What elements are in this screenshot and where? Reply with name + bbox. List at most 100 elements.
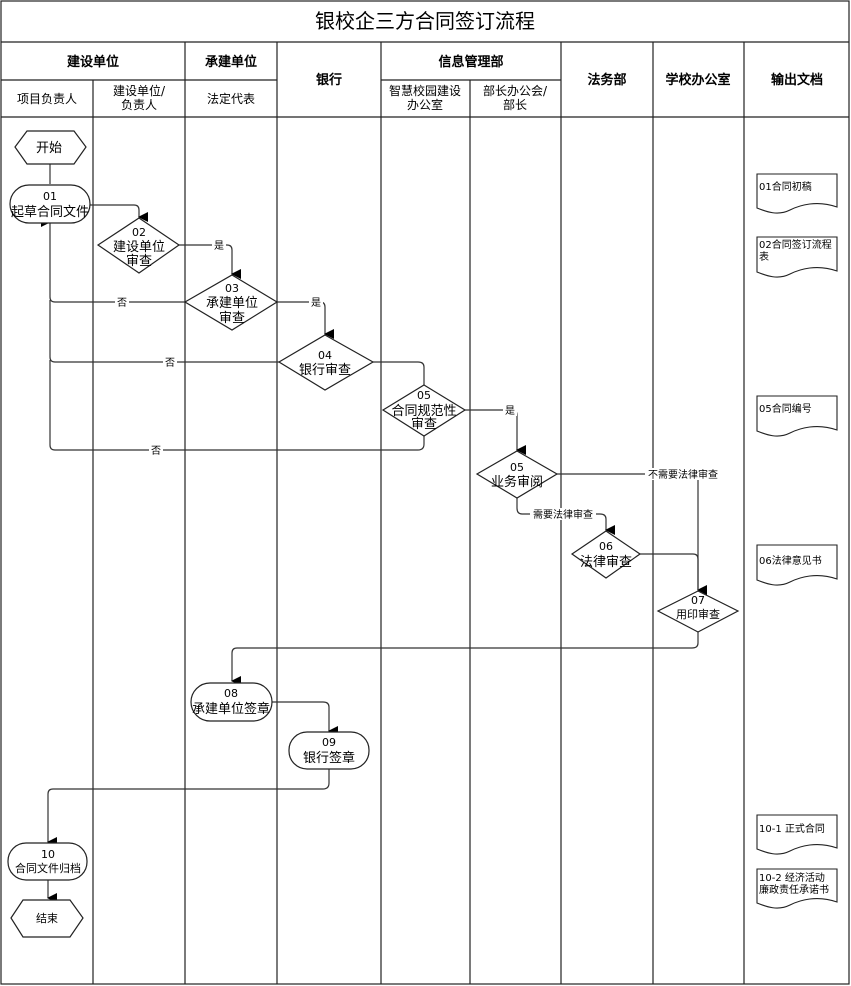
- node-04-shape: [277, 334, 375, 391]
- text-line: 审查: [411, 417, 437, 432]
- text-line: 部长: [503, 97, 527, 112]
- lane-header-output: 输出文档: [771, 72, 823, 88]
- document-label: 10-1 正式合同: [759, 822, 825, 835]
- edge-label-no-legal: 不需要法律审查: [648, 468, 718, 481]
- edge-04-01-no: [49, 300, 279, 363]
- node-end-label: 结束: [36, 912, 58, 925]
- text-line: 建设单位/: [113, 83, 166, 98]
- edge-09-10: [47, 769, 330, 847]
- text-line: 审查: [219, 311, 245, 326]
- node-03-shape: [183, 274, 279, 331]
- edge-06-07: [640, 553, 699, 590]
- text-line: 10-1 正式合同: [759, 822, 825, 835]
- lane-header-jianshe: 建设单位: [67, 54, 119, 70]
- text-line: 05合同编号: [759, 402, 812, 415]
- edge-label-need-legal: 需要法律审查: [533, 508, 593, 521]
- node-04-number: 04: [318, 349, 332, 362]
- node-05b-shape: [475, 450, 559, 499]
- edge-label-yes: 是: [505, 405, 515, 417]
- document-02: 02合同签订流程表: [756, 236, 838, 278]
- document-01: 01合同初稿: [756, 173, 838, 214]
- node-05b-label: 业务审阅: [491, 474, 543, 490]
- document-label: 10-2 经济活动廉政责任承诺书: [759, 871, 829, 896]
- node-07-shape: [656, 590, 740, 633]
- text-line: 02合同签订流程: [759, 238, 832, 251]
- document-05: 05合同编号: [756, 395, 838, 437]
- edge-05b-07-no-legal: [557, 473, 707, 595]
- page-title: 银校企三方合同签订流程: [315, 9, 535, 33]
- node-08-shape: [190, 682, 273, 722]
- edge-label-no: 否: [165, 357, 175, 369]
- text-line: 10-2 经济活动: [759, 871, 825, 884]
- node-start-shape: [14, 130, 87, 165]
- node-08-number: 08: [224, 687, 238, 700]
- edge-04-05a: [373, 361, 425, 385]
- output-documents: 01合同初稿 02合同签订流程表 05合同编号 06法律意见书 10-1 正式合…: [756, 173, 838, 909]
- edge-08-09: [272, 701, 338, 736]
- node-start-label: 开始: [36, 141, 62, 156]
- document-shape: [756, 236, 838, 278]
- document-shape: [756, 868, 838, 909]
- node-05a-label: 合同规范性审查: [391, 404, 456, 432]
- edge-02-03-yes: [179, 244, 241, 279]
- node-01-label: 起草合同文件: [11, 205, 89, 220]
- document-shape: [756, 544, 838, 586]
- text-line: 审查: [126, 254, 152, 269]
- lane-subheader-jianshe-lead: 建设单位/负责人: [113, 83, 166, 112]
- lane-header-info: 信息管理部: [438, 54, 503, 70]
- text-line: 智慧校园建设: [389, 83, 461, 98]
- edge-label-yes: 是: [311, 297, 321, 309]
- node-labels: 开始 01 起草合同文件 02 建设单位审查 03 承建单位审查 04 银行审查…: [11, 141, 720, 925]
- text-line: 部长办公会/: [483, 83, 548, 98]
- document-shape: [756, 814, 838, 855]
- edge-label-yes: 是: [214, 240, 224, 252]
- edge-01-02: [90, 204, 148, 222]
- text-line: 承建单位: [206, 296, 258, 311]
- text-line: 表: [759, 250, 769, 263]
- node-02-shape: [96, 217, 181, 274]
- edge-07-08: [231, 632, 699, 686]
- node-06-label: 法律审查: [580, 555, 632, 570]
- node-04-label: 银行审查: [299, 363, 351, 378]
- edge-label-no: 否: [151, 445, 161, 457]
- lane-header-legal: 法务部: [587, 72, 626, 88]
- lane-header-school-office: 学校办公室: [665, 72, 730, 88]
- document-label: 01合同初稿: [759, 180, 812, 193]
- node-09-shape: [288, 731, 370, 770]
- node-02-number: 02: [132, 226, 146, 239]
- node-end-shape: [10, 899, 84, 938]
- document-label: 06法律意见书: [759, 554, 822, 567]
- text-line: 01合同初稿: [759, 180, 812, 193]
- node-06-shape: [570, 530, 642, 579]
- node-09-label: 银行签章: [303, 750, 355, 766]
- document-label: 02合同签订流程表: [759, 238, 832, 263]
- lane-subheader-smart-campus: 智慧校园建设办公室: [389, 83, 461, 112]
- node-09-number: 09: [322, 736, 336, 749]
- node-01-number: 01: [43, 190, 57, 203]
- node-07-number: 07: [691, 594, 705, 607]
- document-label: 05合同编号: [759, 402, 812, 415]
- node-03-number: 03: [225, 282, 239, 295]
- node-10-shape: [7, 842, 88, 881]
- edge-05a-01-no: [49, 360, 425, 451]
- text-line: 合同规范性: [391, 404, 456, 419]
- node-07-label: 用印审查: [676, 607, 720, 621]
- node-08-label: 承建单位签章: [192, 701, 270, 717]
- node-05b-number: 05: [510, 461, 524, 474]
- node-05a-shape: [381, 384, 467, 437]
- node-01-shape: [9, 184, 91, 224]
- node-03-label: 承建单位审查: [206, 296, 258, 326]
- text-line: 06法律意见书: [759, 554, 822, 567]
- edge-labels: 是 否 是 否 是 否 不需要法律审查 需要法律审查: [115, 239, 721, 521]
- document-10-1: 10-1 正式合同: [756, 814, 838, 855]
- text-line: 建设单位: [113, 240, 165, 255]
- node-05a-number: 05: [417, 389, 431, 402]
- edge-03-01-no: [41, 217, 185, 303]
- lane-subheader-project-lead: 项目负责人: [17, 92, 77, 106]
- document-06: 06法律意见书: [756, 544, 838, 586]
- nodes: [7, 130, 740, 938]
- document-10-2: 10-2 经济活动廉政责任承诺书: [756, 868, 838, 909]
